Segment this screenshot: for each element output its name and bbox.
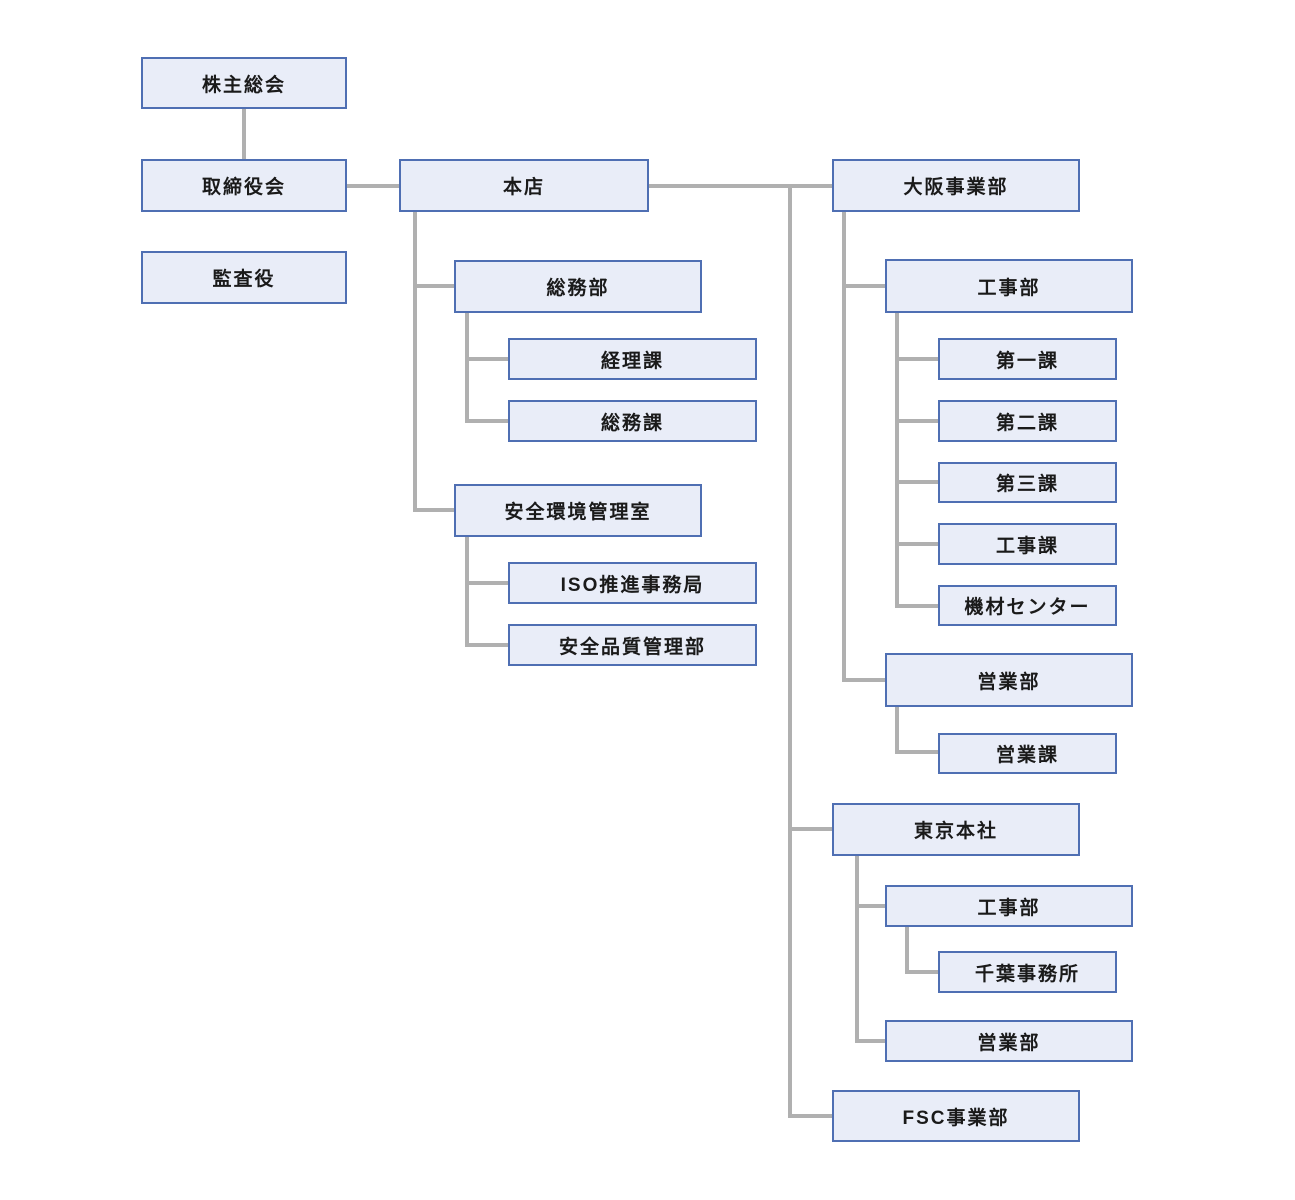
connector-osaka-construction-trunk bbox=[895, 313, 899, 608]
org-node-equipment-center: 機材センター bbox=[938, 585, 1117, 626]
org-node-osaka-sales-section: 営業課 bbox=[938, 733, 1117, 774]
org-node-label-tokyo-sales-dept: 営業部 bbox=[977, 1032, 1041, 1054]
org-node-tokyo-head-office: 東京本社 bbox=[832, 803, 1080, 856]
connector-branch-osaka-sales bbox=[842, 678, 885, 682]
org-node-label-osaka-section-1: 第一課 bbox=[995, 350, 1059, 372]
org-node-osaka-section-3: 第三課 bbox=[938, 462, 1117, 503]
org-node-label-construction-section: 工事課 bbox=[995, 535, 1059, 557]
org-node-head-office: 本店 bbox=[399, 159, 649, 212]
org-node-label-osaka-construction-dept: 工事部 bbox=[977, 277, 1041, 299]
connector-branch-tokyo-construction bbox=[855, 904, 885, 908]
org-node-label-fsc-division: FSC事業部 bbox=[902, 1107, 1010, 1129]
org-node-label-osaka-section-3: 第三課 bbox=[995, 474, 1059, 495]
org-node-construction-section: 工事課 bbox=[938, 523, 1117, 565]
org-node-fsc-division: FSC事業部 bbox=[832, 1090, 1080, 1142]
connector-branch-tokyo-head-office bbox=[788, 827, 832, 831]
org-node-osaka-sales-dept: 営業部 bbox=[885, 653, 1133, 707]
connector-shareholders-to-board bbox=[242, 109, 246, 159]
org-node-safety-quality-dept: 安全品質管理部 bbox=[508, 624, 757, 666]
org-node-label-board-of-directors: 取締役会 bbox=[201, 177, 286, 198]
org-node-label-osaka-section-2: 第二課 bbox=[995, 412, 1059, 434]
org-node-label-head-office: 本店 bbox=[502, 177, 545, 198]
connector-branch-fsc-division bbox=[788, 1114, 832, 1118]
org-node-general-affairs-section: 総務課 bbox=[508, 400, 757, 442]
org-node-chiba-office: 千葉事務所 bbox=[938, 951, 1117, 993]
org-node-tokyo-sales-dept: 営業部 bbox=[885, 1020, 1133, 1062]
connector-headoffice-to-osaka bbox=[649, 184, 832, 188]
org-node-label-chiba-office: 千葉事務所 bbox=[974, 963, 1080, 985]
connector-branch-safety-env-office bbox=[413, 508, 454, 512]
connector-safety-env-trunk bbox=[465, 537, 469, 647]
org-node-label-equipment-center: 機材センター bbox=[964, 597, 1091, 618]
connector-branch-section-3 bbox=[895, 480, 938, 484]
connector-branch-section-2 bbox=[895, 419, 938, 423]
connector-main-right-trunk bbox=[788, 186, 792, 1118]
connector-branch-equipment-center bbox=[895, 604, 938, 608]
connector-osaka-sales-trunk bbox=[895, 707, 899, 754]
org-node-label-general-affairs-section: 総務課 bbox=[600, 412, 664, 434]
org-node-accounting-section: 経理課 bbox=[508, 338, 757, 380]
org-node-general-affairs-dept: 総務部 bbox=[454, 260, 702, 313]
connector-headoffice-trunk bbox=[413, 212, 417, 512]
connector-board-to-headoffice bbox=[347, 184, 399, 188]
connector-tokyo-construction-trunk bbox=[905, 927, 909, 974]
org-node-osaka-section-2: 第二課 bbox=[938, 400, 1117, 442]
org-node-label-safety-environment-office: 安全環境管理室 bbox=[504, 502, 652, 523]
org-node-label-iso-promotion-office: ISO推進事務局 bbox=[560, 574, 705, 596]
connector-tokyo-trunk bbox=[855, 856, 859, 1043]
org-node-label-shareholders-meeting: 株主総会 bbox=[201, 74, 286, 96]
org-node-tokyo-construction-dept: 工事部 bbox=[885, 885, 1133, 927]
org-node-label-osaka-sales-dept: 営業部 bbox=[977, 671, 1041, 693]
connector-branch-section-1 bbox=[895, 357, 938, 361]
connector-branch-chiba-office bbox=[905, 970, 938, 974]
connector-branch-general-affairs bbox=[413, 284, 454, 288]
org-node-label-osaka-sales-section: 営業課 bbox=[995, 745, 1059, 766]
org-node-label-auditor: 監査役 bbox=[212, 269, 276, 290]
connector-general-affairs-trunk bbox=[465, 313, 469, 423]
org-node-osaka-construction-dept: 工事部 bbox=[885, 259, 1133, 313]
connector-branch-tokyo-sales bbox=[855, 1039, 885, 1043]
org-node-osaka-section-1: 第一課 bbox=[938, 338, 1117, 380]
org-node-label-osaka-division: 大阪事業部 bbox=[903, 177, 1009, 198]
org-node-auditor: 監査役 bbox=[141, 251, 347, 304]
org-node-shareholders-meeting: 株主総会 bbox=[141, 57, 347, 109]
org-node-label-tokyo-construction-dept: 工事部 bbox=[977, 897, 1041, 919]
connector-branch-osaka-construction bbox=[842, 284, 885, 288]
org-node-label-tokyo-head-office: 東京本社 bbox=[913, 821, 998, 842]
org-node-osaka-division: 大阪事業部 bbox=[832, 159, 1080, 212]
connector-branch-safety-quality bbox=[465, 643, 508, 647]
connector-branch-osaka-sales-sec bbox=[895, 750, 938, 754]
org-node-board-of-directors: 取締役会 bbox=[141, 159, 347, 212]
org-node-iso-promotion-office: ISO推進事務局 bbox=[508, 562, 757, 604]
org-node-label-general-affairs-dept: 総務部 bbox=[546, 278, 610, 299]
connector-branch-construction-sec bbox=[895, 542, 938, 546]
connector-branch-iso-office bbox=[465, 581, 508, 585]
org-node-label-accounting-section: 経理課 bbox=[600, 350, 664, 372]
org-node-label-safety-quality-dept: 安全品質管理部 bbox=[558, 636, 706, 658]
connector-osaka-trunk bbox=[842, 212, 846, 682]
connector-branch-accounting bbox=[465, 357, 508, 361]
connector-branch-general-affairs-sec bbox=[465, 419, 508, 423]
org-node-safety-environment-office: 安全環境管理室 bbox=[454, 484, 702, 537]
